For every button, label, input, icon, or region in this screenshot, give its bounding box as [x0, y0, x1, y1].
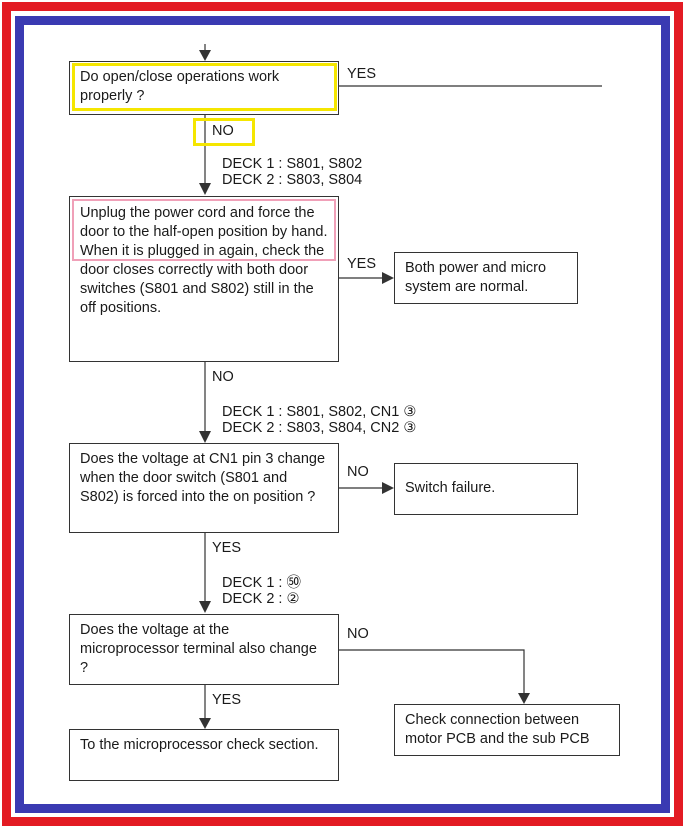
highlight-no-label: [193, 118, 255, 146]
deck1-switches-cn1: DECK 1 : S801, S802, CN1 ③: [222, 404, 417, 420]
q4-no-label: NO: [347, 626, 369, 642]
deck1-terminal: DECK 1 : ㊿: [222, 575, 301, 591]
procedure-unplug-check: Unplug the power cord and force the door…: [69, 196, 339, 362]
q3-no-label: NO: [347, 464, 369, 480]
result-microprocessor-check: To the microprocessor check section.: [69, 729, 339, 781]
q4-yes-label: YES: [212, 692, 242, 708]
procedure-unplug-text: Unplug the power cord and force the door…: [80, 205, 328, 240]
p2-to-q3-arrowhead: [199, 431, 211, 443]
deck2-switches-cn2: DECK 2 : S803, S804, CN2 ③: [222, 420, 417, 436]
question-open-close-text: Do open/close operations work properly ?: [80, 69, 280, 104]
q3-to-q4-arrowhead: [199, 601, 211, 613]
inner-blue-frame: [15, 16, 670, 813]
result-check-connection: Check connection between motor PCB and t…: [394, 704, 620, 756]
q4-no-arrowhead: [518, 693, 530, 704]
result-system-normal-text: Both power and micro system are normal.: [405, 260, 547, 295]
question-microprocessor-voltage: Does the voltage at the microprocessor t…: [69, 614, 339, 685]
question-cn1-voltage: Does the voltage at CN1 pin 3 change whe…: [69, 443, 339, 533]
q3-yes-label: YES: [212, 540, 242, 556]
q4-no-line: [338, 649, 525, 695]
deck2-terminal: DECK 2 : ②: [222, 591, 300, 607]
question-cn1-voltage-text: Does the voltage at CN1 pin 3 change whe…: [80, 451, 326, 505]
result-switch-failure-text: Switch failure.: [405, 480, 496, 496]
q3-no-arrowhead: [382, 482, 394, 494]
p2-yes-label: YES: [347, 256, 377, 272]
q1-yes-label: YES: [347, 66, 377, 82]
deck1-switches: DECK 1 : S801, S802: [222, 156, 363, 172]
result-microprocessor-check-text: To the microprocessor check section.: [80, 737, 319, 753]
result-switch-failure: Switch failure.: [394, 463, 578, 515]
entry-arrowhead: [199, 50, 211, 61]
p2-no-label: NO: [212, 369, 234, 385]
p2-yes-arrowhead: [382, 272, 394, 284]
q1-to-p2-arrowhead: [199, 183, 211, 195]
result-system-normal: Both power and micro system are normal.: [394, 252, 578, 304]
question-microprocessor-voltage-text: Does the voltage at the microprocessor t…: [80, 622, 317, 676]
q1-no-label: NO: [212, 123, 234, 139]
question-open-close: Do open/close operations work properly ?: [69, 61, 339, 115]
highlight-question-open-close: [72, 63, 337, 111]
deck2-switches: DECK 2 : S803, S804: [222, 172, 363, 188]
q4-yes-arrowhead: [199, 718, 211, 729]
highlight-unplug-text: [72, 199, 336, 261]
outer-red-frame: [2, 2, 683, 826]
result-check-connection-text: Check connection between motor PCB and t…: [405, 712, 590, 747]
procedure-check-text: When it is plugged in again, check the d…: [80, 243, 325, 316]
